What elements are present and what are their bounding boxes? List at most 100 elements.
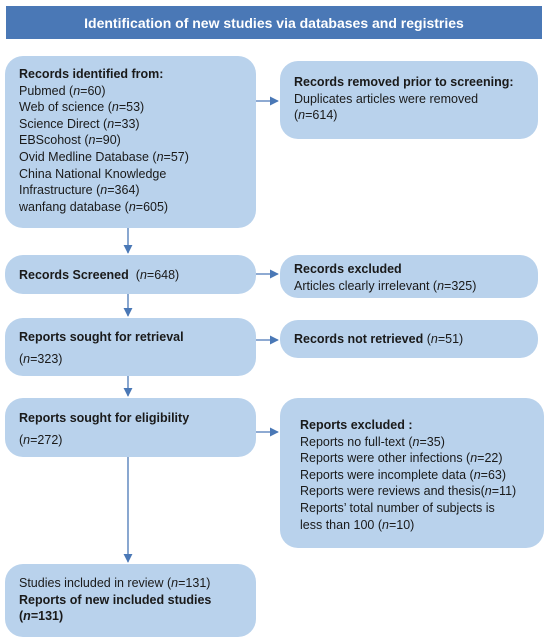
text: (: [19, 351, 24, 366]
list-item: Reports were other infections (n=22): [300, 450, 544, 467]
text: =364): [107, 183, 140, 198]
reports-eligibility-box: Reports sought for eligibility (n=272): [5, 398, 256, 457]
box-title: Records Screened: [19, 268, 129, 282]
text: Ovid Medline Database (: [19, 149, 157, 164]
list-item: Ovid Medline Database (n=57): [19, 149, 256, 166]
text: Reports were incomplete data (: [300, 467, 474, 482]
text: =131): [30, 609, 64, 624]
section-header: Identification of new studies via databa…: [6, 6, 542, 39]
reports-excluded-box: Reports excluded : Reports no full-text …: [280, 398, 544, 548]
list-item: Web of science (n=53): [19, 99, 256, 116]
box-title: Reports sought for retrieval: [19, 330, 184, 344]
studies-included-box: Studies included in review (n=131) Repor…: [5, 564, 256, 637]
list-item: Reports’ total number of subjects is: [300, 500, 544, 517]
n-symbol: n: [23, 351, 31, 366]
text: =57): [163, 149, 189, 164]
reports-excluded-list: Reports no full-text (n=35)Reports were …: [300, 434, 544, 534]
list-item: Infrastructure (n=364): [19, 182, 256, 199]
text: Reports no full-text (: [300, 434, 413, 449]
list-item: Reports were reviews and thesis(n=11): [300, 483, 544, 500]
text: =35): [419, 434, 445, 449]
header-title: Identification of new studies via databa…: [84, 14, 464, 31]
box-title: Records identified from:: [19, 67, 164, 81]
box-title: Reports sought for eligibility: [19, 411, 190, 425]
included-line: Studies included in review (n=131): [19, 575, 256, 592]
text: Studies included in review (: [19, 576, 172, 590]
n-symbol: n: [23, 432, 31, 447]
n-symbol: n: [88, 133, 96, 148]
text: wanfang database (: [19, 199, 129, 214]
box-title: Records removed prior to screening:: [294, 75, 514, 89]
text: =63): [480, 467, 507, 482]
text: Science Direct (: [19, 116, 108, 131]
n-symbol: n: [437, 278, 445, 293]
text: (: [294, 108, 299, 123]
n-symbol: n: [484, 484, 492, 499]
n-symbol: n: [412, 434, 420, 449]
list-item: China National Knowledge: [19, 166, 256, 183]
text: EBScohost (: [19, 133, 89, 148]
text: =131): [178, 576, 211, 590]
text: Articles clearly irrelevant (: [294, 278, 438, 293]
removed-description: Duplicates articles were removed: [294, 91, 479, 106]
text: less than 100 (: [300, 517, 382, 532]
text: (: [19, 432, 24, 447]
box-title: Reports excluded :: [300, 418, 413, 432]
reports-retrieval-box: Reports sought for retrieval (n=323): [5, 318, 256, 376]
n-symbol: n: [298, 108, 306, 123]
box-title: Records excluded: [294, 262, 402, 276]
n-symbol: n: [73, 83, 81, 98]
screened-line: Records Screened (n=648): [19, 267, 256, 284]
n-symbol: n: [139, 268, 147, 282]
text: Web of science (: [19, 100, 112, 115]
eligibility-count: (n=272): [19, 432, 256, 449]
text: =605): [135, 199, 169, 214]
text: =325): [444, 278, 477, 293]
text: =33): [114, 116, 140, 131]
text: =11): [491, 484, 517, 499]
retrieval-count: (n=323): [19, 351, 256, 368]
list-item: less than 100 (n=10): [300, 517, 544, 534]
n-symbol: n: [171, 576, 179, 590]
text: =323): [30, 351, 63, 366]
n-symbol: n: [107, 116, 115, 131]
text: =53): [118, 100, 145, 115]
n-symbol: n: [470, 451, 478, 466]
text: =60): [80, 83, 106, 98]
list-item: wanfang database (n=605): [19, 199, 256, 216]
list-item: EBScohost (n=90): [19, 132, 256, 149]
records-not-retrieved-box: Records not retrieved (n=51): [280, 320, 538, 358]
text: Reports’ total number of subjects is: [300, 500, 495, 515]
n-symbol: n: [430, 332, 438, 346]
text: =614): [305, 108, 338, 123]
records-identified-box: Records identified from: Pubmed (n=60)We…: [5, 56, 256, 228]
text: =10): [388, 517, 415, 532]
text: =22): [477, 451, 503, 466]
n-symbol: n: [156, 149, 164, 164]
records-screened-box: Records Screened (n=648): [5, 255, 256, 294]
records-excluded-box: Records excluded Articles clearly irrele…: [280, 255, 538, 298]
text: =648): [146, 268, 180, 282]
text: (: [19, 609, 24, 624]
text: Reports were reviews and thesis(: [300, 484, 485, 499]
list-item: Pubmed (n=60): [19, 83, 256, 100]
text: (: [135, 268, 140, 282]
box-title: Records not retrieved: [294, 332, 424, 346]
list-item: Reports were incomplete data (n=63): [300, 467, 544, 484]
text: (: [423, 332, 431, 346]
text: =51): [437, 332, 464, 346]
records-identified-list: Pubmed (n=60)Web of science (n=53)Scienc…: [19, 83, 256, 216]
included-reports-count: (n=131): [19, 608, 256, 625]
text: =272): [30, 432, 63, 447]
n-symbol: n: [473, 467, 481, 482]
n-symbol: n: [128, 199, 136, 214]
n-symbol: n: [100, 183, 108, 198]
removed-count: (n=614): [294, 107, 538, 124]
text: =90): [95, 133, 121, 148]
n-symbol: n: [111, 100, 119, 115]
included-reports-title: Reports of new included studies: [19, 592, 212, 607]
text: Infrastructure (: [19, 183, 101, 198]
text: Reports were other infections (: [300, 451, 471, 466]
list-item: Science Direct (n=33): [19, 116, 256, 133]
